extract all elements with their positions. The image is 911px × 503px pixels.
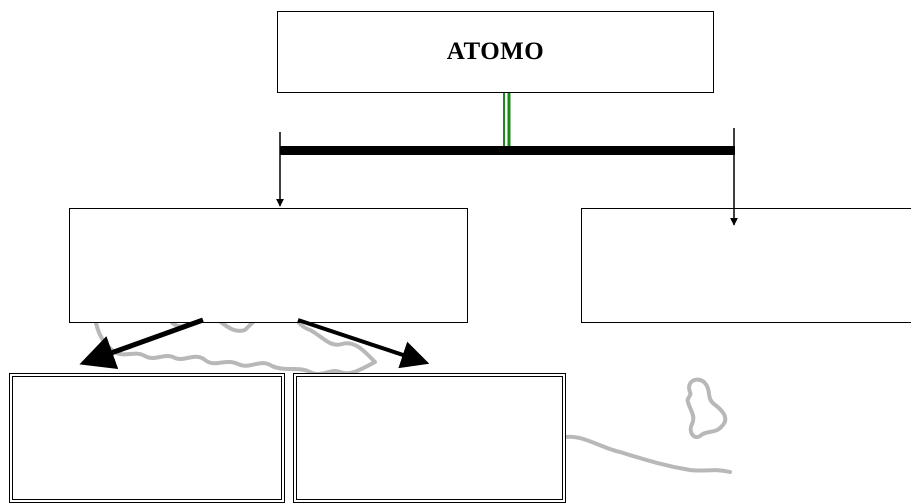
root-box: ATOMO (277, 11, 714, 93)
root-label: ATOMO (446, 38, 545, 65)
horizontal-bar (280, 146, 735, 155)
sketch-island (685, 377, 728, 439)
child-box-left (69, 208, 468, 323)
child-box-right (581, 208, 911, 323)
diagonal-arrow-right (297, 318, 430, 369)
connectors (79, 93, 738, 370)
diagonal-arrow-left (79, 317, 204, 370)
